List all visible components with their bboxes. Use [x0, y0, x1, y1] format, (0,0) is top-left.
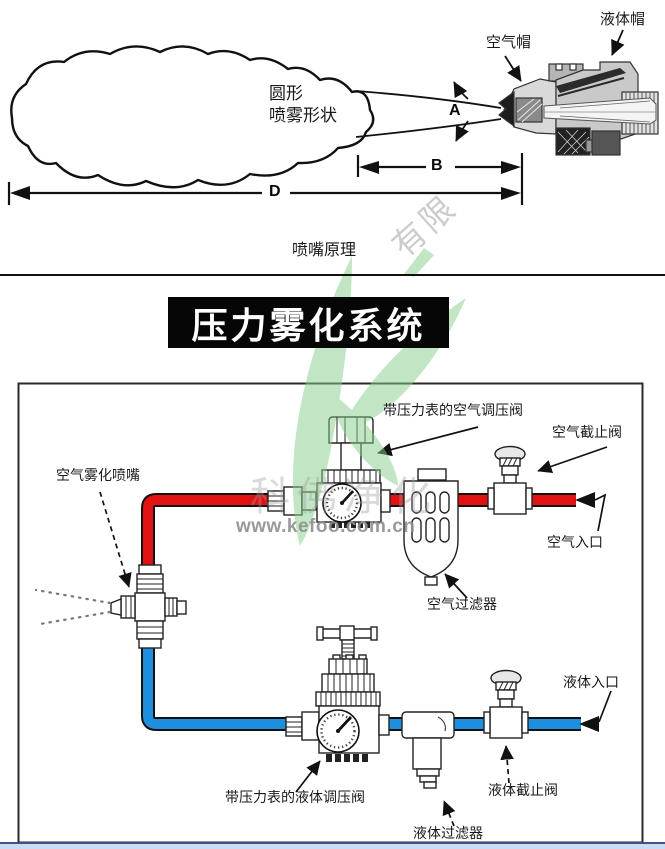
section-divider: [0, 274, 665, 276]
liquid-regulator: [285, 625, 390, 762]
spray-cloud: [10, 45, 375, 189]
dimension-b-label: B: [431, 157, 443, 174]
air-regulator-label: 带压力表的空气调压阀: [383, 402, 523, 418]
callout-arrows: [99, 426, 608, 827]
liquid-shutoff-valve-label: 液体截止阀: [488, 782, 558, 798]
liquid-cap-label: 液体帽: [600, 11, 646, 28]
liquid-regulator-label: 带压力表的液体调压阀: [225, 789, 365, 805]
dimension-lines: [7, 153, 524, 205]
top-callout-arrows: [504, 29, 625, 82]
air-filter-label: 空气过滤器: [427, 596, 497, 612]
spray-shape-label-line1: 圆形: [269, 84, 303, 103]
air-shutoff-valve-label: 空气截止阀: [552, 424, 622, 440]
atomizing-nozzle-label: 空气雾化喷嘴: [56, 467, 140, 483]
air-shutoff-valve: [487, 445, 533, 515]
air-inlet-label: 空气入口: [547, 534, 603, 550]
dimension-a-label: A: [449, 102, 461, 119]
air-cap-label: 空气帽: [486, 34, 532, 51]
liquid-shutoff-valve: [483, 669, 529, 739]
liquid-inlet-label: 液体入口: [563, 674, 619, 690]
banner: 压力雾化系统: [168, 297, 449, 348]
watermark-url: www.kefoo.com.cn: [236, 516, 416, 537]
liquid-filter: [401, 711, 455, 789]
liquid-filter-label: 液体过滤器: [413, 825, 483, 841]
banner-title: 压力雾化系统: [191, 304, 426, 346]
spray-shape-label-line2: 喷雾形状: [269, 106, 337, 125]
air-pipe: [141, 492, 607, 580]
nozzle-cross-section: [498, 61, 659, 156]
spray-angle-lines: [355, 81, 502, 142]
watermark-company-text: 科佛净化: [250, 475, 438, 519]
top-caption: 喷嘴原理: [292, 242, 357, 259]
atomizing-nozzle: [34, 564, 187, 649]
air-filter: [403, 468, 459, 586]
dimension-d-label: D: [269, 183, 281, 200]
footer-band: [0, 842, 665, 849]
